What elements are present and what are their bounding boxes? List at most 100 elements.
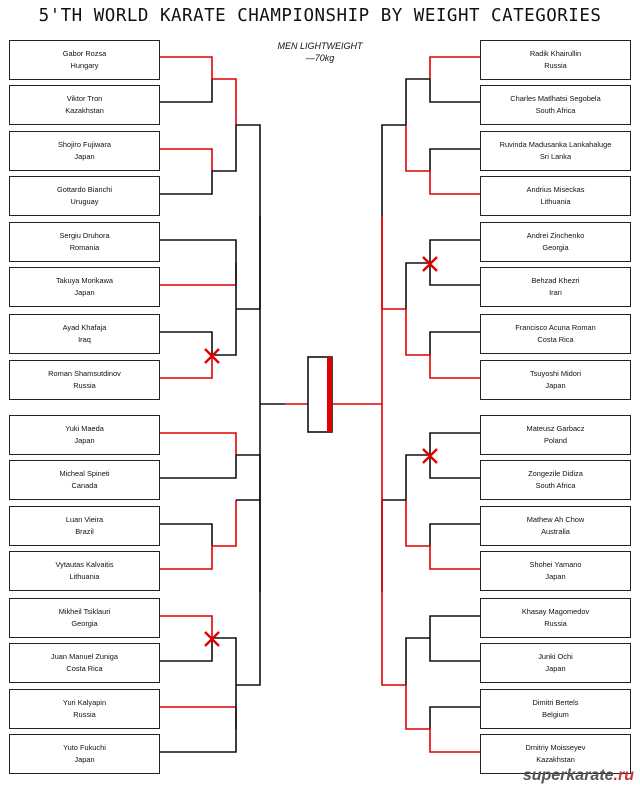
competitor-country: South Africa: [535, 481, 576, 490]
category-weight: —70kg: [305, 53, 335, 63]
competitor-country: Costa Rica: [537, 335, 574, 344]
competitor-box-right: Behzad Khezri Iran: [480, 267, 631, 307]
category-name: MEN LIGHTWEIGHT: [277, 41, 363, 51]
right-round3-lines: [357, 124, 406, 686]
competitor-box-left: Vytautas Kalvaitis Lithuania: [9, 551, 160, 591]
competitor-box-right: Shohei Yamano Japan: [480, 551, 631, 591]
watermark-text: superkarate: [522, 767, 614, 784]
competitor-name: Dmitriy Moisseyev: [525, 743, 586, 752]
competitor-box-left: Yuki Maeda Japan: [9, 415, 160, 455]
competitor-box-right: Zongezile Didiza South Africa: [480, 460, 631, 500]
competitor-box-left: Ayad Khafaja Iraq: [9, 314, 160, 354]
competitor-name: Ayad Khafaja: [62, 323, 107, 332]
competitor-box-right: Mateusz Garbacz Poland: [480, 415, 631, 455]
competitor-box-right: Radik Khairullin Russia: [480, 40, 631, 80]
competitor-name: Junki Ochi: [538, 652, 573, 661]
x-mark-left-lower: [204, 631, 220, 647]
competitor-name: Shojiro Fujiwara: [58, 140, 111, 149]
competitor-country: Romania: [69, 243, 100, 252]
competitor-box-left: Gabor Rozsa Hungary: [9, 40, 160, 80]
right-round1-lines: [429, 56, 480, 753]
competitor-name: Mathew Ah Chow: [526, 515, 585, 524]
competitor-country: Japan: [545, 664, 566, 673]
competitor-country: Hungary: [70, 61, 99, 70]
competitor-name: Ruvinda Madusanka Lankahaluge: [499, 140, 612, 149]
competitor-country: Costa Rica: [66, 664, 103, 673]
competitor-box-right: Dmitriy Moisseyev Kazakhstan: [480, 734, 631, 774]
right-round2-lines: [405, 78, 430, 730]
competitor-name: Radik Khairullin: [529, 49, 582, 58]
competitor-name: Gottardo Bianchi: [56, 185, 113, 194]
competitor-country: Lithuania: [540, 197, 571, 206]
competitor-country: Japan: [74, 152, 95, 161]
competitor-box-right: Dimitri Bertels Belgium: [480, 689, 631, 729]
competitor-country: Japan: [545, 572, 566, 581]
competitor-country: Kazakhstan: [536, 755, 575, 764]
competitor-country: Brazil: [75, 527, 94, 536]
competitor-box-right: Charles Matlhatsi Segobela South Africa: [480, 85, 631, 125]
competitor-country: Iraq: [78, 335, 91, 344]
competitor-country: Japan: [74, 436, 95, 445]
competitor-country: Lithuania: [69, 572, 100, 581]
competitor-box-right: Mathew Ah Chow Australia: [480, 506, 631, 546]
competitor-box-left: Mikheil Tsiklauri Georgia: [9, 598, 160, 638]
competitor-name: Shohei Yamano: [529, 560, 582, 569]
competitor-country: Kazakhstan: [65, 106, 104, 115]
competitor-name: Viktor Tron: [66, 94, 103, 103]
competitor-name: Andrei Zinchenko: [526, 231, 585, 240]
competitor-name: Sergiu Druhora: [59, 231, 110, 240]
page-title: 5'TH WORLD KARATE CHAMPIONSHIP BY WEIGHT…: [38, 6, 602, 26]
competitor-name: Khasay Magomedov: [521, 607, 590, 616]
competitor-box-left: Viktor Tron Kazakhstan: [9, 85, 160, 125]
competitor-country: Russia: [544, 61, 567, 70]
competitor-country: Japan: [74, 288, 95, 297]
watermark-domain: .ru: [613, 767, 634, 784]
competitor-box-left: Gottardo Bianchi Uruguay: [9, 176, 160, 216]
competitor-box-left: Juan Manuel Zuniga Costa Rica: [9, 643, 160, 683]
final-winner-bar: [327, 357, 332, 432]
competitor-country: Sri Lanka: [539, 152, 572, 161]
competitor-name: Roman Shamsutdinov: [48, 369, 121, 378]
weight-category: MEN LIGHTWEIGHT —70kg: [255, 40, 385, 64]
competitor-name: Luan Vieira: [65, 515, 104, 524]
competitor-country: Georgia: [71, 619, 98, 628]
competitor-name: Charles Matlhatsi Segobela: [510, 94, 601, 103]
competitor-name: Yuto Fukuchi: [63, 743, 106, 752]
competitor-country: Belgium: [542, 710, 569, 719]
competitor-name: Mikheil Tsiklauri: [58, 607, 111, 616]
competitor-box-left: Micheal Spineti Canada: [9, 460, 160, 500]
left-round1-lines: [160, 56, 237, 753]
competitor-country: South Africa: [535, 106, 576, 115]
competitor-box-left: Yuri Kalyapin Russia: [9, 689, 160, 729]
competitor-name: Behzad Khezri: [531, 276, 580, 285]
competitor-box-right: Junki Ochi Japan: [480, 643, 631, 683]
watermark-logo: superkarate.ru: [523, 767, 634, 785]
competitor-country: Poland: [543, 436, 567, 445]
competitor-country: Australia: [541, 527, 570, 536]
competitor-name: Zongezile Didiza: [528, 469, 583, 478]
competitor-name: Vytautas Kalvaitis: [55, 560, 114, 569]
competitor-name: Mateusz Garbacz: [526, 424, 585, 433]
competitor-box-right: Andrius Miseckas Lithuania: [480, 176, 631, 216]
competitor-name: Dimitri Bertels: [532, 698, 579, 707]
competitor-box-left: Takuya Morikawa Japan: [9, 267, 160, 307]
competitor-name: Yuri Kalyapin: [62, 698, 107, 707]
competitor-box-right: Khasay Magomedov Russia: [480, 598, 631, 638]
competitor-box-left: Shojiro Fujiwara Japan: [9, 131, 160, 171]
competitor-country: Russia: [544, 619, 567, 628]
left-round2-lines: [212, 78, 261, 729]
competitor-country: Russia: [73, 381, 96, 390]
competitor-country: Iran: [549, 288, 562, 297]
x-mark-right-lower: [422, 448, 438, 464]
competitor-country: Japan: [545, 381, 566, 390]
x-mark-right-upper: [422, 256, 438, 272]
competitor-country: Russia: [73, 710, 96, 719]
x-mark-left-upper: [204, 348, 220, 364]
competitor-name: Juan Manuel Zuniga: [51, 652, 118, 661]
competitor-name: Tsuyoshi Midori: [530, 369, 581, 378]
competitor-box-left: Luan Vieira Brazil: [9, 506, 160, 546]
competitor-box-left: Yuto Fukuchi Japan: [9, 734, 160, 774]
competitor-country: Georgia: [542, 243, 569, 252]
competitor-name: Micheal Spineti: [59, 469, 110, 478]
